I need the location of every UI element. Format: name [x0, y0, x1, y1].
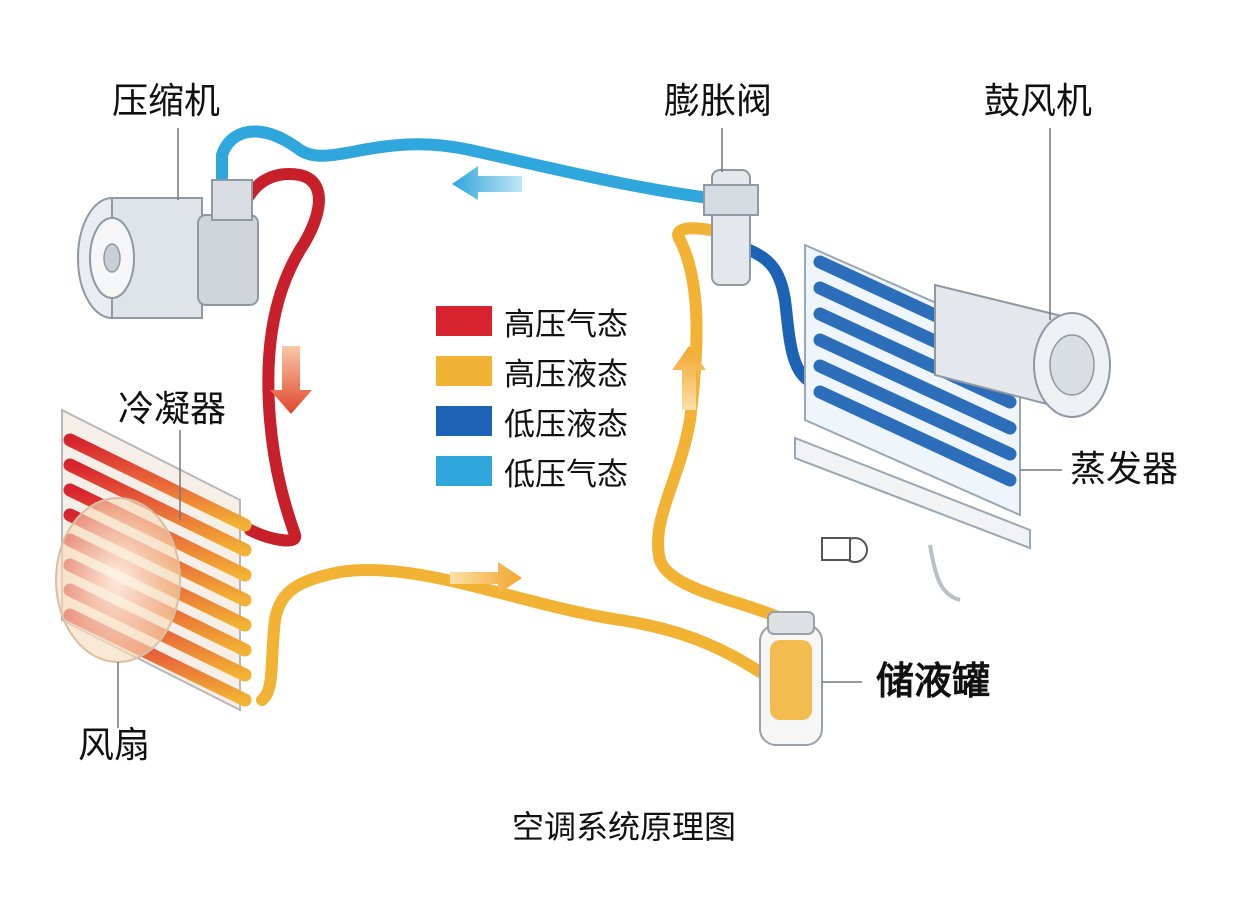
- fan-illustration: [55, 497, 181, 663]
- legend-item: 高压液态: [436, 346, 628, 396]
- condenser-illustration: [55, 408, 252, 712]
- leader-lines: [117, 128, 1062, 728]
- high-pressure-liquid-pipe-1: [256, 563, 766, 706]
- legend-item: 低压液态: [436, 396, 628, 446]
- legend-swatch: [436, 456, 492, 486]
- legend-label: 低压气态: [504, 456, 628, 493]
- blower-label: 鼓风机: [984, 81, 1093, 122]
- legend-label: 高压液态: [504, 356, 628, 393]
- condenser-label: 冷凝器: [118, 389, 227, 430]
- flow-arrow-down: [270, 346, 312, 414]
- low-pressure-gas-pipe: [216, 125, 731, 206]
- receiver-illustration: [759, 611, 823, 746]
- diagram-caption: 空调系统原理图: [511, 808, 736, 846]
- fan-label: 风扇: [78, 725, 151, 766]
- legend-label: 低压液态: [504, 406, 628, 443]
- flow-arrow-left: [452, 166, 522, 200]
- compressor-label: 压缩机: [112, 81, 221, 122]
- high-pressure-liquid-pipe-2: [652, 222, 786, 624]
- blower-illustration: [934, 283, 1111, 418]
- legend-swatch: [436, 356, 492, 386]
- legend-item: 低压气态: [436, 446, 628, 496]
- legend-item: 高压气态: [436, 296, 628, 346]
- expansion-valve-label: 膨胀阀: [664, 81, 773, 122]
- expansion-valve-illustration: [703, 169, 759, 286]
- receiver-label: 储液罐: [876, 659, 991, 703]
- compressor-illustration: [77, 179, 259, 319]
- legend-label: 高压气态: [504, 306, 628, 343]
- low-pressure-liquid-pipe: [729, 239, 826, 391]
- evaporator-illustration: [794, 243, 1031, 602]
- flow-arrow-right: [450, 562, 522, 594]
- flow-arrow-up: [672, 346, 706, 410]
- high-pressure-gas-pipe: [234, 168, 325, 547]
- evaporator-label: 蒸发器: [1070, 449, 1179, 490]
- legend-swatch: [436, 306, 492, 336]
- legend: 高压气态 高压液态 低压液态 低压气态: [436, 296, 628, 496]
- legend-swatch: [436, 406, 492, 436]
